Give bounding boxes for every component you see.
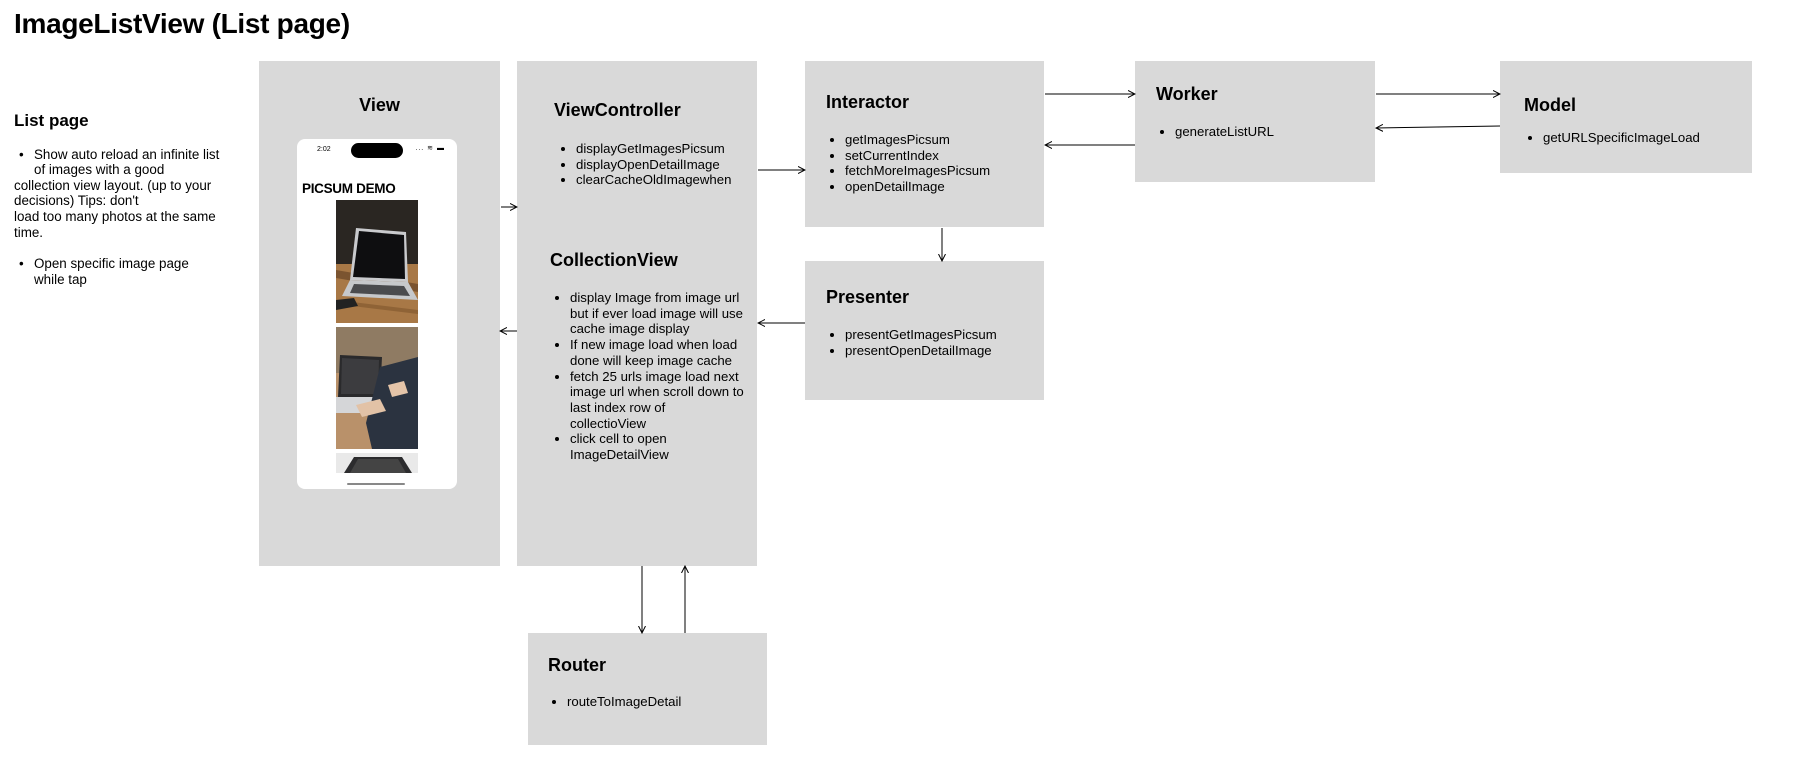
method-item: presentOpenDetailImage — [845, 343, 1055, 359]
phone-mockup: 2:02 ... ≋ ▬ PICSUM DEMO — [297, 139, 457, 489]
method-item: generateListURL — [1175, 124, 1385, 140]
note-line: load too many photos at the same — [14, 208, 216, 224]
method-item: presentGetImagesPicsum — [845, 327, 1055, 343]
note-line: Open specific image page — [34, 256, 189, 272]
note-line: time. — [14, 224, 44, 240]
note-line: decisions) Tips: don't — [14, 193, 139, 209]
collection-view-item: fetch 25 urls image load next image url … — [570, 369, 744, 432]
collection-view-title: CollectionView — [550, 250, 678, 270]
collection-view-item: If new image load when load done will ke… — [570, 337, 744, 368]
note-item: Open specific image page while tap — [14, 256, 234, 287]
requirements-notes: List page Show auto reload an infinite l… — [14, 111, 234, 303]
interactor-box: Interactor getImagesPicsum setCurrentInd… — [805, 61, 1044, 227]
collection-view-items: display Image from image url but if ever… — [551, 290, 744, 463]
app-title: PICSUM DEMO — [302, 181, 396, 196]
method-item: getURLSpecificImageLoad — [1543, 130, 1763, 146]
method-item: getImagesPicsum — [845, 132, 1055, 148]
worker-methods: generateListURL — [1156, 124, 1385, 140]
note-item: Show auto reload an infinite list of ima… — [14, 147, 234, 241]
collection-view-item: click cell to open ImageDetailView — [570, 431, 744, 462]
router-box: Router routeToImageDetail — [528, 633, 767, 745]
method-item: displayGetImagesPicsum — [576, 141, 776, 157]
note-line: collection view layout. (up to your — [14, 177, 212, 193]
worker-title: Worker — [1156, 84, 1218, 104]
note-line: while tap — [34, 271, 87, 287]
model-box: Model getURLSpecificImageLoad — [1500, 61, 1752, 173]
interactor-methods: getImagesPicsum setCurrentIndex fetchMor… — [826, 132, 1055, 195]
method-item: clearCacheOldImagewhen — [576, 172, 776, 188]
model-title: Model — [1524, 95, 1576, 115]
router-title: Router — [548, 655, 606, 675]
notes-heading: List page — [14, 111, 89, 130]
view-title: View — [359, 95, 400, 115]
method-item: fetchMoreImagesPicsum — [845, 163, 1055, 179]
presenter-methods: presentGetImagesPicsum presentOpenDetail… — [826, 327, 1055, 358]
method-item: displayOpenDetailImage — [576, 157, 776, 173]
notes-list: Show auto reload an infinite list of ima… — [14, 147, 234, 288]
presenter-box: Presenter presentGetImagesPicsum present… — [805, 261, 1044, 400]
note-line: Show auto reload an infinite list — [34, 146, 220, 162]
method-item: openDetailImage — [845, 179, 1055, 195]
method-item: routeToImageDetail — [567, 694, 777, 710]
laptop-photo-1 — [336, 200, 418, 323]
laptop-photo-2 — [336, 327, 418, 449]
interactor-title: Interactor — [826, 92, 910, 112]
home-indicator — [347, 483, 405, 485]
method-item: setCurrentIndex — [845, 148, 1055, 164]
view-controller-box: ViewController displayGetImagesPicsum di… — [517, 61, 757, 566]
model-methods: getURLSpecificImageLoad — [1524, 130, 1763, 146]
router-methods: routeToImageDetail — [548, 694, 777, 710]
status-time: 2:02 — [317, 146, 331, 153]
presenter-title: Presenter — [826, 287, 910, 307]
arrow-model-to-worker — [1376, 126, 1501, 128]
page-title: ImageListView (List page) — [14, 8, 350, 39]
note-line: of images with a good — [34, 162, 165, 178]
worker-box: Worker generateListURL — [1135, 61, 1375, 182]
collection-view-item: display Image from image url but if ever… — [570, 290, 744, 337]
view-controller-methods: displayGetImagesPicsum displayOpenDetail… — [557, 141, 776, 188]
laptop-photo-3 — [336, 453, 418, 473]
view-controller-title: ViewController — [554, 100, 681, 120]
dynamic-island — [351, 143, 403, 158]
status-icons: ... ≋ ▬ — [415, 145, 445, 152]
